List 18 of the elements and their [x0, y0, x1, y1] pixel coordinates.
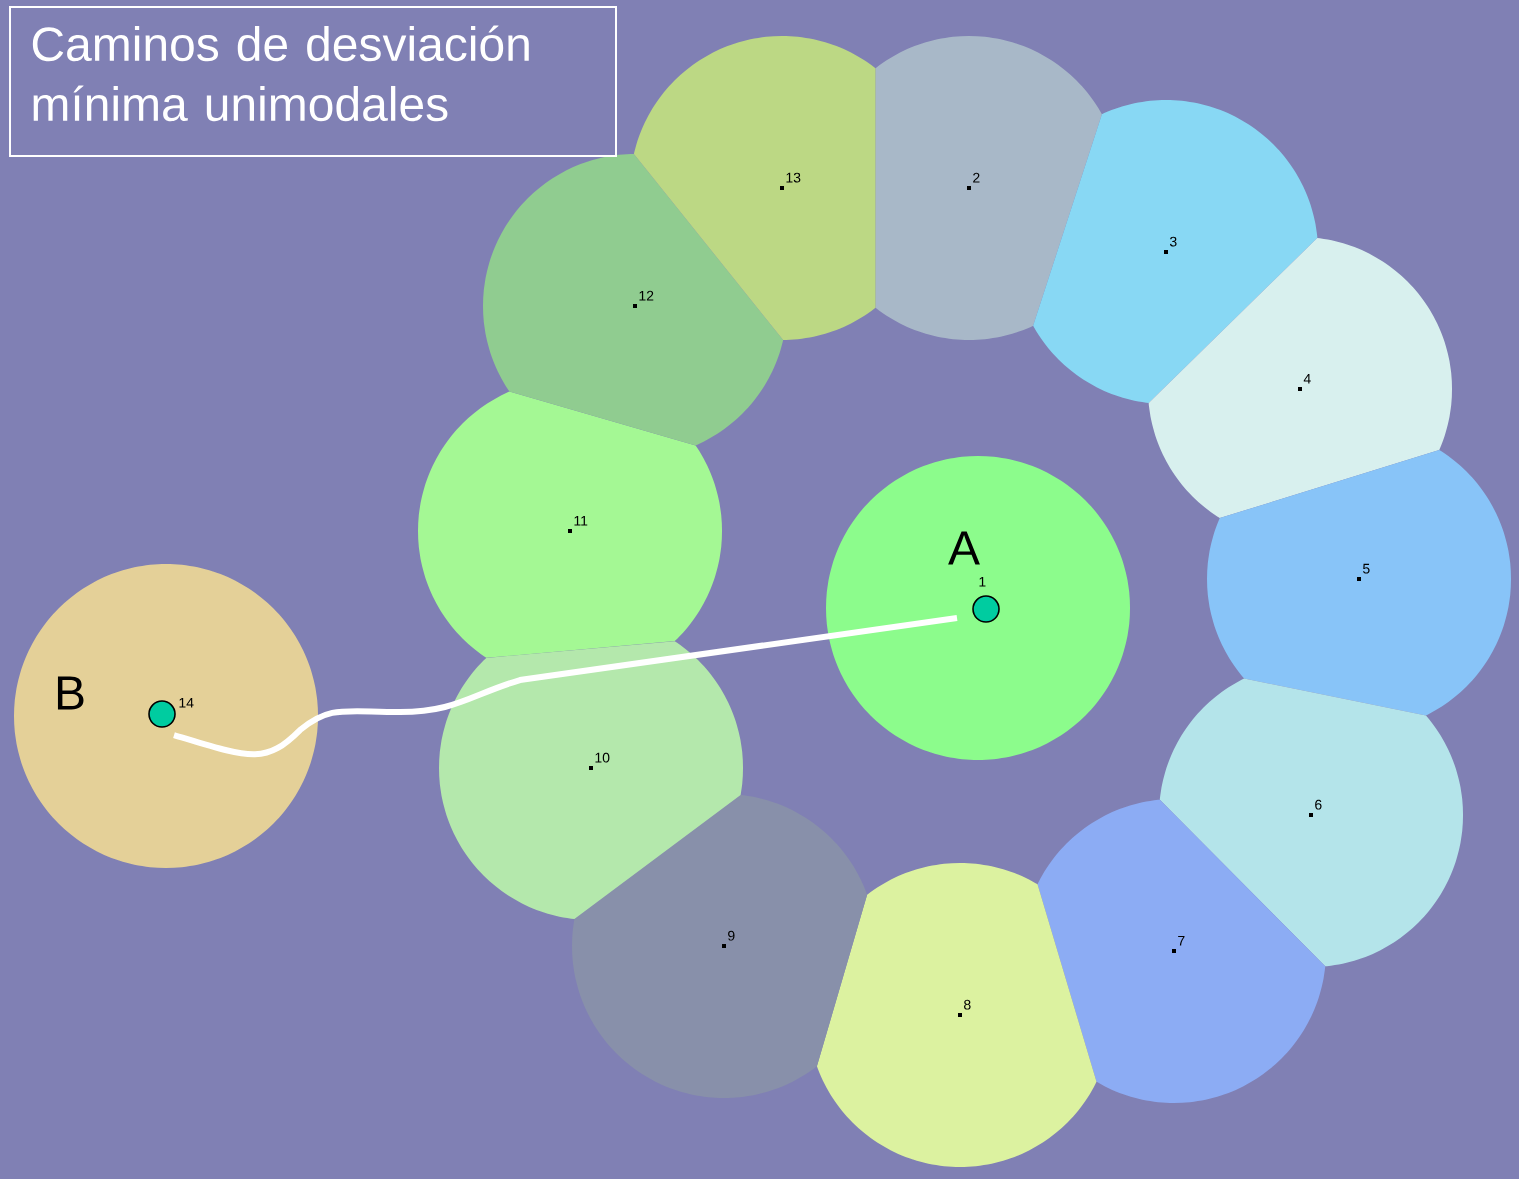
- region-number: 2: [973, 172, 980, 183]
- region-number: 6: [1315, 799, 1322, 810]
- region-number: 1: [979, 577, 986, 587]
- title-box: Caminos de desviación mínima unimodales: [9, 6, 617, 157]
- region-number: 4: [1303, 374, 1311, 384]
- region-number: 13: [786, 172, 801, 183]
- region-number: 10: [595, 752, 610, 763]
- region-number: 9: [728, 930, 735, 941]
- point-label: B: [57, 676, 84, 710]
- region-number: 7: [1178, 936, 1185, 946]
- region-number: 5: [1363, 563, 1370, 574]
- region-number: 12: [639, 290, 654, 301]
- point-label: A: [948, 531, 980, 565]
- path-line: [173, 615, 958, 757]
- region-number: 8: [964, 999, 971, 1010]
- region-number: 11: [574, 516, 588, 526]
- region-number: 14: [179, 698, 194, 708]
- region-number: 3: [1169, 236, 1177, 247]
